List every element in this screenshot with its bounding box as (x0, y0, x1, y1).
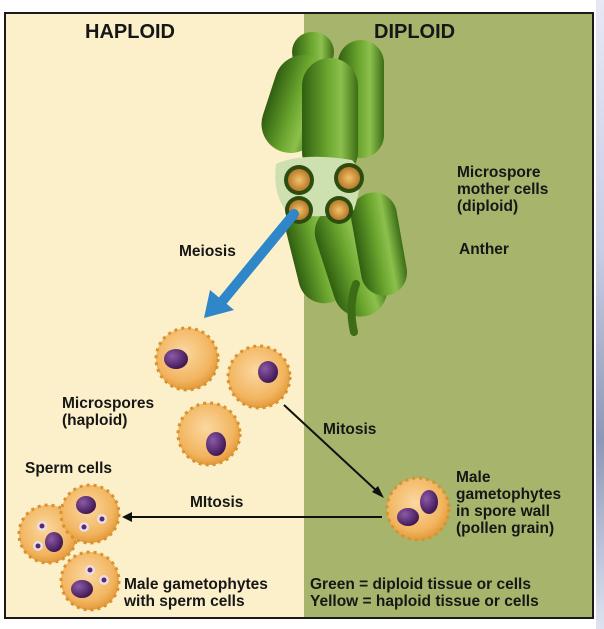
male-gametophytes-sperm-label: Male gametophytes with sperm cells (124, 576, 268, 610)
label-line: Male (456, 469, 491, 486)
legend-yellow: Yellow = haploid tissue or cells (310, 593, 539, 610)
mitosis-arrow-upper (283, 404, 384, 498)
label-line: gametophytes (456, 486, 562, 503)
meiosis-label: Meiosis (179, 243, 236, 260)
sperm-cells-label: Sperm cells (25, 460, 113, 477)
microspore-mother-cells-label: Microspore mother cells (diploid) (457, 164, 548, 215)
mitosis-arrow-lower (122, 512, 382, 522)
label-line: (diploid) (457, 198, 519, 215)
label-line: with sperm cells (124, 593, 245, 610)
microspore-cells (154, 326, 292, 467)
label-line: Microspores (62, 395, 155, 412)
male-gametophytes-spore-wall-label: Male gametophytes in spore wall (pollen … (456, 469, 561, 537)
pollen-sacs (284, 163, 364, 224)
label-line: Microspore (457, 164, 541, 181)
label-line: (haploid) (62, 412, 128, 429)
color-legend: Green = diploid tissue or cells Yellow =… (310, 576, 539, 610)
pollen-grain-cell (385, 476, 451, 542)
mitosis-lower-label: MItosis (190, 494, 244, 511)
haploid-header: HAPLOID (85, 21, 175, 43)
anther-label: Anther (459, 241, 509, 258)
microspores-label: Microspores (haploid) (62, 395, 154, 429)
mitosis-upper-label: Mitosis (323, 421, 377, 438)
anther-lobe-lower-right (350, 192, 408, 296)
anther-illustration (261, 32, 408, 336)
label-line: Male gametophytes (124, 576, 268, 593)
anther-filament (347, 280, 360, 336)
sperm-cell-gametophytes (17, 483, 121, 612)
label-line: in spore wall (456, 503, 550, 520)
illustration-layer (17, 32, 451, 612)
legend-green: Green = diploid tissue or cells (310, 576, 531, 593)
label-line: (pollen grain) (456, 520, 555, 537)
label-line: mother cells (457, 181, 549, 198)
diploid-header: DIPLOID (374, 21, 456, 43)
diagram-frame: HAPLOID DIPLOID Microspore mother cells … (4, 12, 594, 619)
meiosis-arrow (204, 209, 299, 318)
anther-lobe-front (302, 58, 358, 180)
slide-background-edge (596, 0, 604, 629)
